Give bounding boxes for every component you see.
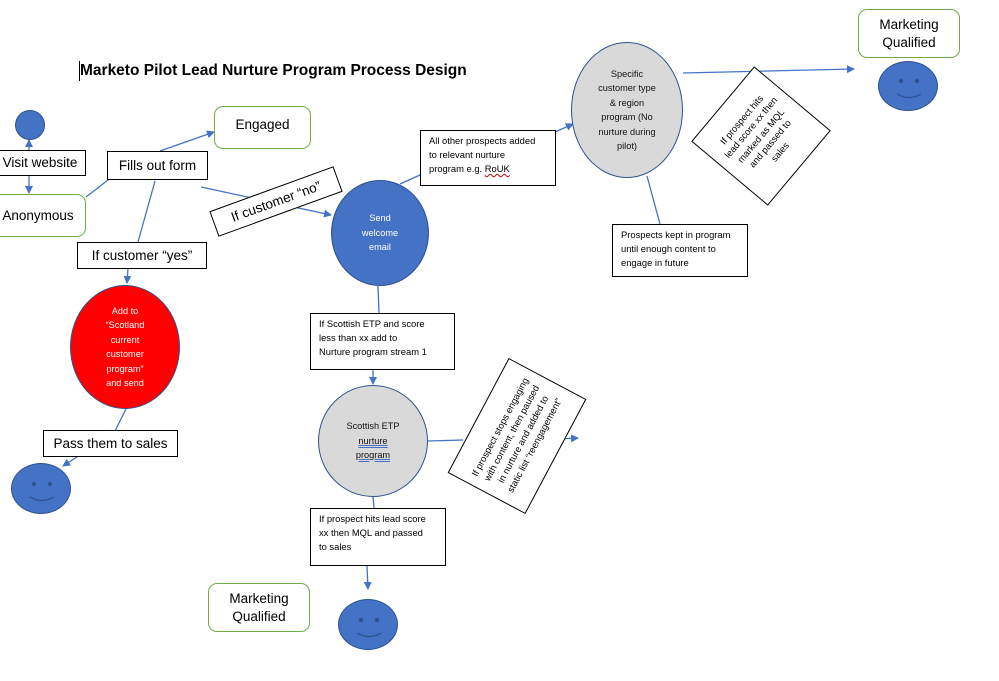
specific-line-2: customer type	[598, 83, 656, 93]
add-to-scotland-line-4: customer	[106, 349, 144, 359]
mq-top-line-2: Qualified	[882, 34, 936, 50]
connector-yes-to-red	[123, 267, 132, 284]
add-to-scotland-line-2: “Scotland	[105, 320, 145, 330]
scottish-node-line-2-text: nurture	[358, 435, 388, 446]
connector-red-to-sales	[114, 408, 127, 432]
mql-bottom-line-1: If prospect hits lead score	[319, 513, 426, 524]
if-customer-yes-node: If customer “yes”	[77, 242, 207, 269]
add-to-scotland-node: Add to “Scotland current customer progra…	[70, 285, 180, 409]
scottish-etp-line-3: Nurture program stream 1	[319, 346, 427, 357]
all-other-line-3-text: program e.g.	[429, 163, 485, 174]
mql-bottom-line-2: xx then MQL and passed	[319, 527, 423, 538]
connector-mql-box-to-smiley	[363, 565, 372, 590]
visit-website-node: Visit website	[0, 150, 86, 176]
smiley-face-icon	[11, 463, 71, 514]
smiley-face-graphic-top	[896, 78, 922, 99]
if-scottish-etp-node: If Scottish ETP and score less than xx a…	[310, 313, 455, 370]
all-other-line-3: program e.g. RoUK	[429, 162, 547, 176]
pass-to-sales-label: Pass them to sales	[53, 435, 168, 451]
add-to-scotland-line-3: current	[110, 334, 140, 345]
all-other-line-1: All other prospects added	[429, 135, 536, 146]
marketing-qualified-bottom-node: Marketing Qualified	[208, 583, 310, 632]
specific-line-5: nurture during	[598, 126, 656, 137]
anonymous-label: Anonymous	[2, 207, 74, 223]
connector-prospects-to-specific	[554, 123, 574, 133]
mq-bottom-line-1: Marketing	[229, 590, 289, 606]
pass-to-sales-node: Pass them to sales	[43, 430, 178, 457]
text-cursor	[79, 61, 80, 81]
prospects-kept-node: Prospects kept in program until enough c…	[612, 224, 748, 277]
mq-bottom-line-2: Qualified	[232, 608, 286, 624]
if-customer-yes-label: If customer “yes”	[91, 247, 193, 263]
scottish-node-line-3-text: program	[355, 450, 391, 461]
if-prospect-hits-mql-bottom-node: If prospect hits lead score xx then MQL …	[310, 508, 446, 566]
scottish-node-line-3: program	[346, 448, 399, 463]
scottish-node-line-1: Scottish ETP	[346, 421, 400, 432]
mql-bottom-line-3: to sales	[319, 541, 352, 552]
person-icon	[15, 110, 45, 140]
connector-form-to-engaged	[159, 130, 215, 152]
connector-specific-to-kept	[646, 175, 661, 225]
send-welcome-line-2: welcome	[361, 227, 399, 238]
marketing-qualified-top-node: Marketing Qualified	[858, 9, 960, 58]
connector-node-to-mql-box	[372, 496, 375, 509]
visit-website-label: Visit website	[2, 155, 78, 170]
connector-welcome-to-prospects	[399, 174, 421, 185]
all-other-line-2: to relevant nurture	[429, 149, 506, 160]
page-title: Marketo Pilot Lead Nurture Program Proce…	[80, 62, 467, 79]
scottish-node-line-2: nurture	[346, 434, 399, 449]
specific-customer-node: Specific customer type & region program …	[571, 42, 683, 178]
smiley-face-graphic-bottom	[356, 617, 382, 638]
connector-anonymous-to-form	[85, 179, 109, 198]
specific-line-4: program (No	[601, 112, 653, 122]
connector-specific-to-mql	[682, 65, 855, 74]
smiley-face-icon-bottom	[338, 599, 398, 650]
fills-out-form-label: Fills out form	[118, 157, 197, 173]
send-welcome-line-1: Send	[369, 213, 391, 224]
specific-line-1: Specific	[610, 68, 644, 79]
smiley-face-graphic	[29, 481, 55, 502]
add-to-scotland-line-1: Add to	[111, 305, 139, 316]
engaged-node: Engaged	[214, 106, 311, 149]
all-other-prospects-node: All other prospects added to relevant nu…	[420, 130, 556, 186]
smiley-face-icon-top	[878, 61, 938, 111]
mq-top-line-1: Marketing	[879, 16, 939, 32]
engaged-label: Engaged	[235, 117, 290, 132]
connector-form-to-yes	[137, 180, 156, 243]
specific-line-3: & region	[609, 97, 645, 108]
anonymous-node: Anonymous	[0, 194, 86, 237]
scottish-etp-line-2: less than xx add to	[319, 332, 398, 343]
spellcheck-flag: RoUK	[484, 163, 510, 174]
prospects-kept-line-1: Prospects kept in program	[621, 229, 731, 240]
prospects-kept-line-3: engage in future	[621, 257, 689, 268]
send-welcome-line-3: email	[369, 242, 391, 253]
send-welcome-email-node: Send welcome email	[331, 180, 429, 286]
specific-line-6: pilot)	[617, 141, 637, 151]
scottish-etp-nurture-node: Scottish ETP nurture program	[318, 385, 428, 497]
prospects-kept-line-2: until enough content to	[621, 243, 716, 254]
scottish-etp-line-1: If Scottish ETP and score	[319, 318, 425, 329]
add-to-scotland-line-6: and send	[106, 378, 144, 388]
connector-node-to-stops	[427, 439, 464, 442]
fills-out-form-node: Fills out form	[107, 151, 208, 180]
add-to-scotland-line-5: program”	[106, 363, 144, 374]
connector-welcome-to-scottish-box	[377, 285, 380, 314]
